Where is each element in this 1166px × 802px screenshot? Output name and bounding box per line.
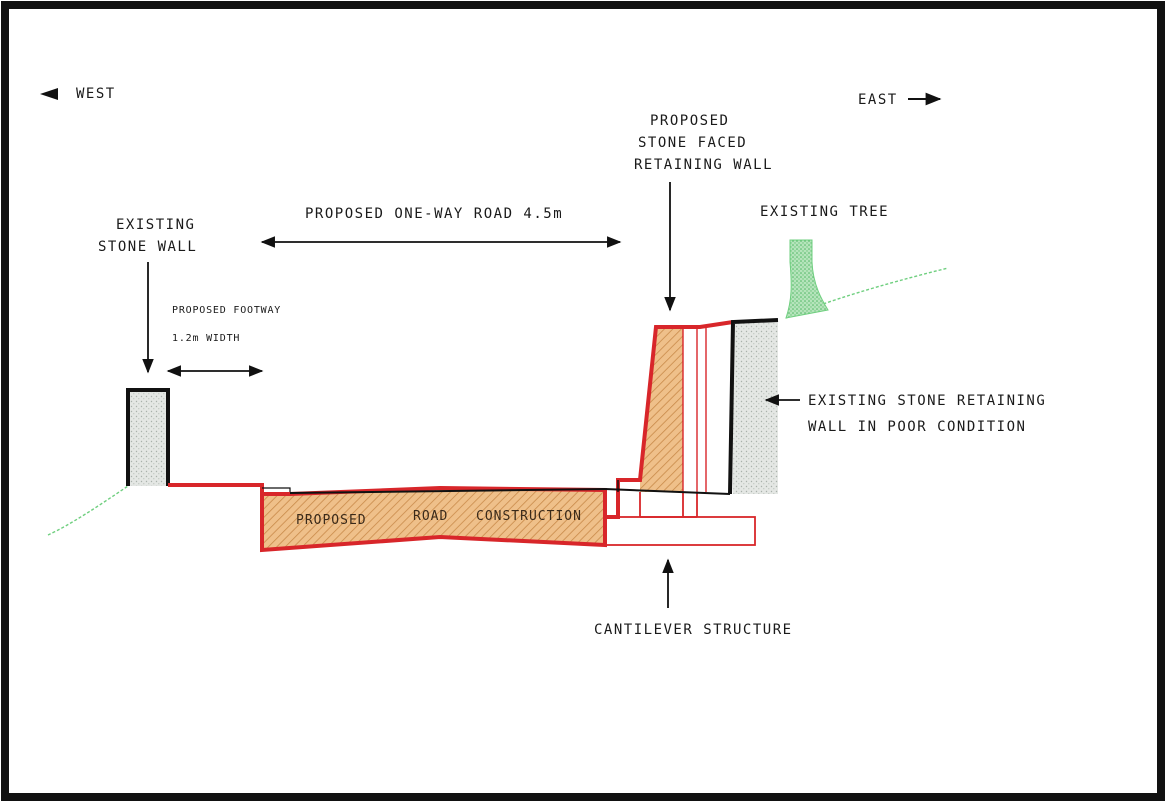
proposed-footway-line	[168, 483, 264, 494]
existing-retaining-wall-outline	[728, 318, 779, 495]
road-construction-label-1: PROPOSED	[296, 513, 367, 528]
existing-stone-wall-label-line1: EXISTING	[116, 217, 195, 233]
existing-tree-label: EXISTING TREE	[760, 204, 889, 220]
retaining-wall-posts	[682, 325, 707, 492]
proposed-retaining-wall-label-line3: RETAINING WALL	[634, 157, 773, 173]
road-to-wall-line	[604, 488, 731, 495]
road-construction-label-3: CONSTRUCTION	[476, 509, 582, 524]
proposed-retaining-wall-label-line2: STONE FACED	[638, 135, 747, 151]
ground-line-west	[47, 485, 129, 536]
west-arrow-icon	[40, 88, 58, 100]
existing-tree-icon	[785, 239, 829, 319]
proposed-road-label: PROPOSED ONE-WAY ROAD 4.5m	[305, 206, 563, 222]
proposed-footway-label-line1: PROPOSED FOOTWAY	[172, 305, 281, 316]
west-indicator: WEST	[40, 86, 116, 102]
east-indicator: EAST	[858, 92, 942, 108]
cantilever-structure	[604, 480, 756, 546]
proposed-retaining-wall-outline	[605, 320, 734, 519]
existing-retaining-wall-label-line2: WALL IN POOR CONDITION	[808, 419, 1026, 435]
existing-retaining-wall-fill	[733, 322, 778, 494]
proposed-retaining-wall-fill	[640, 327, 683, 492]
existing-retaining-wall-label-line1: EXISTING STONE RETAINING	[808, 393, 1046, 409]
cantilever-label: CANTILEVER STRUCTURE	[594, 622, 793, 638]
existing-stone-wall-outline	[126, 388, 170, 486]
east-label: EAST	[858, 92, 898, 108]
proposed-retaining-wall-label-line1: PROPOSED	[650, 113, 729, 129]
road-construction-label-2: ROAD	[413, 509, 448, 524]
proposed-footway-label-line2: 1.2m WIDTH	[172, 333, 240, 344]
west-label: WEST	[76, 86, 116, 102]
road-surface-line	[289, 488, 606, 494]
existing-stone-wall-label-line2: STONE WALL	[98, 239, 197, 255]
existing-stone-wall-fill	[128, 390, 168, 486]
